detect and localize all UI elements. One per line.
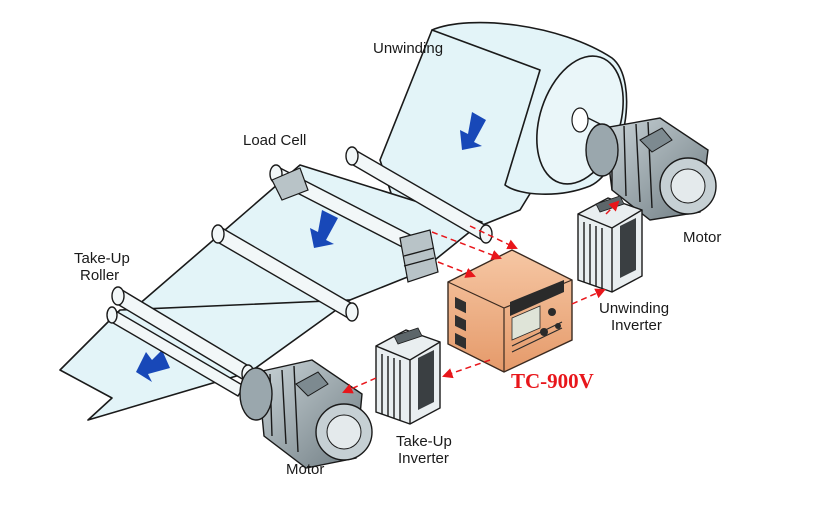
signal-controller-to-takeup-inverter (442, 359, 491, 379)
label-take-up-roller-1: Take-Up (74, 250, 130, 267)
unwinding-motor (585, 117, 717, 221)
signal-roll-to-controller (469, 225, 518, 250)
idle-roller-middle (211, 224, 359, 322)
load-cell-sensor (271, 167, 439, 283)
unwinding-roll (379, 21, 628, 231)
label-controller-model: TC-900V (511, 369, 594, 393)
label-load-cell: Load Cell (243, 132, 306, 149)
take-up-motor (239, 359, 373, 469)
signal-loadcell-to-controller (431, 231, 502, 260)
label-motor-bottom: Motor (286, 461, 324, 478)
controller-unit (447, 249, 573, 373)
label-unwinding-inverter-1: Unwinding (599, 300, 669, 317)
signal-inverter-to-takeup-motor (342, 377, 377, 394)
label-take-up-roller-2: Roller (80, 267, 119, 284)
label-motor-right: Motor (683, 229, 721, 246)
label-unwinding: Unwinding (373, 40, 443, 57)
idle-roller-upper (345, 146, 493, 244)
take-up-inverter (375, 327, 441, 425)
web-arrow-icon (310, 210, 338, 248)
label-take-up-inverter-1: Take-Up (396, 433, 452, 450)
unwinding-inverter (577, 195, 643, 293)
signal-inverter-to-unwinding-motor (605, 200, 620, 215)
film-arrow-icon (460, 112, 486, 150)
outlet-arrow-icon (136, 350, 170, 382)
label-take-up-inverter-2: Inverter (398, 450, 449, 467)
label-unwinding-inverter-2: Inverter (611, 317, 662, 334)
signal-loadcell-lower (437, 261, 476, 278)
take-up-roller (106, 286, 255, 397)
signal-controller-to-unwinding-inverter (571, 288, 606, 305)
